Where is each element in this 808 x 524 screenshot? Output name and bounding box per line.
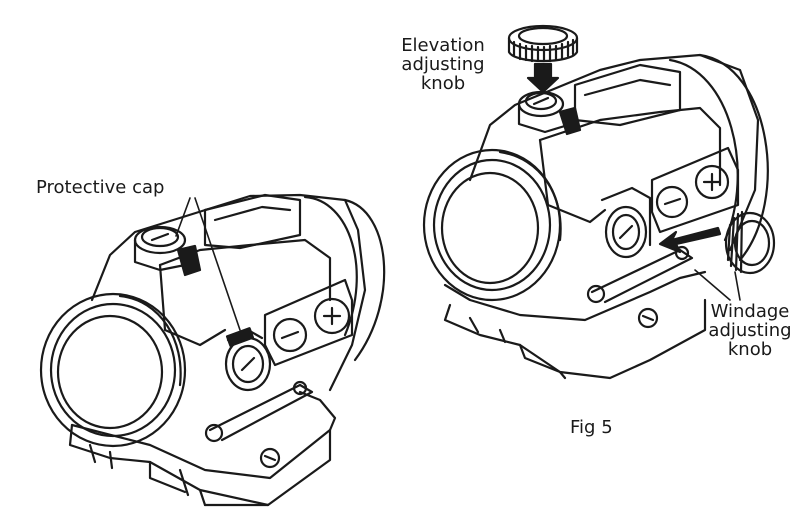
windage-label-line-2: adjusting (708, 320, 792, 341)
windage-label-line-3: knob (727, 339, 773, 360)
elevation-label-line-1: Elevation (401, 35, 485, 56)
windage-label-line-1: Windage (710, 301, 790, 322)
protective-cap-label: Protective cap (36, 177, 165, 198)
windage-knob-label: Windage adjusting knob (700, 302, 800, 359)
right-sight-drawing (422, 24, 776, 380)
left-sight-drawing (39, 193, 386, 507)
elevation-label-line-3: knob (420, 73, 466, 94)
elevation-label-line-2: adjusting (401, 54, 485, 75)
elevation-knob-label: Elevation adjusting knob (388, 36, 498, 93)
figure-caption: Fig 5 (570, 417, 613, 438)
